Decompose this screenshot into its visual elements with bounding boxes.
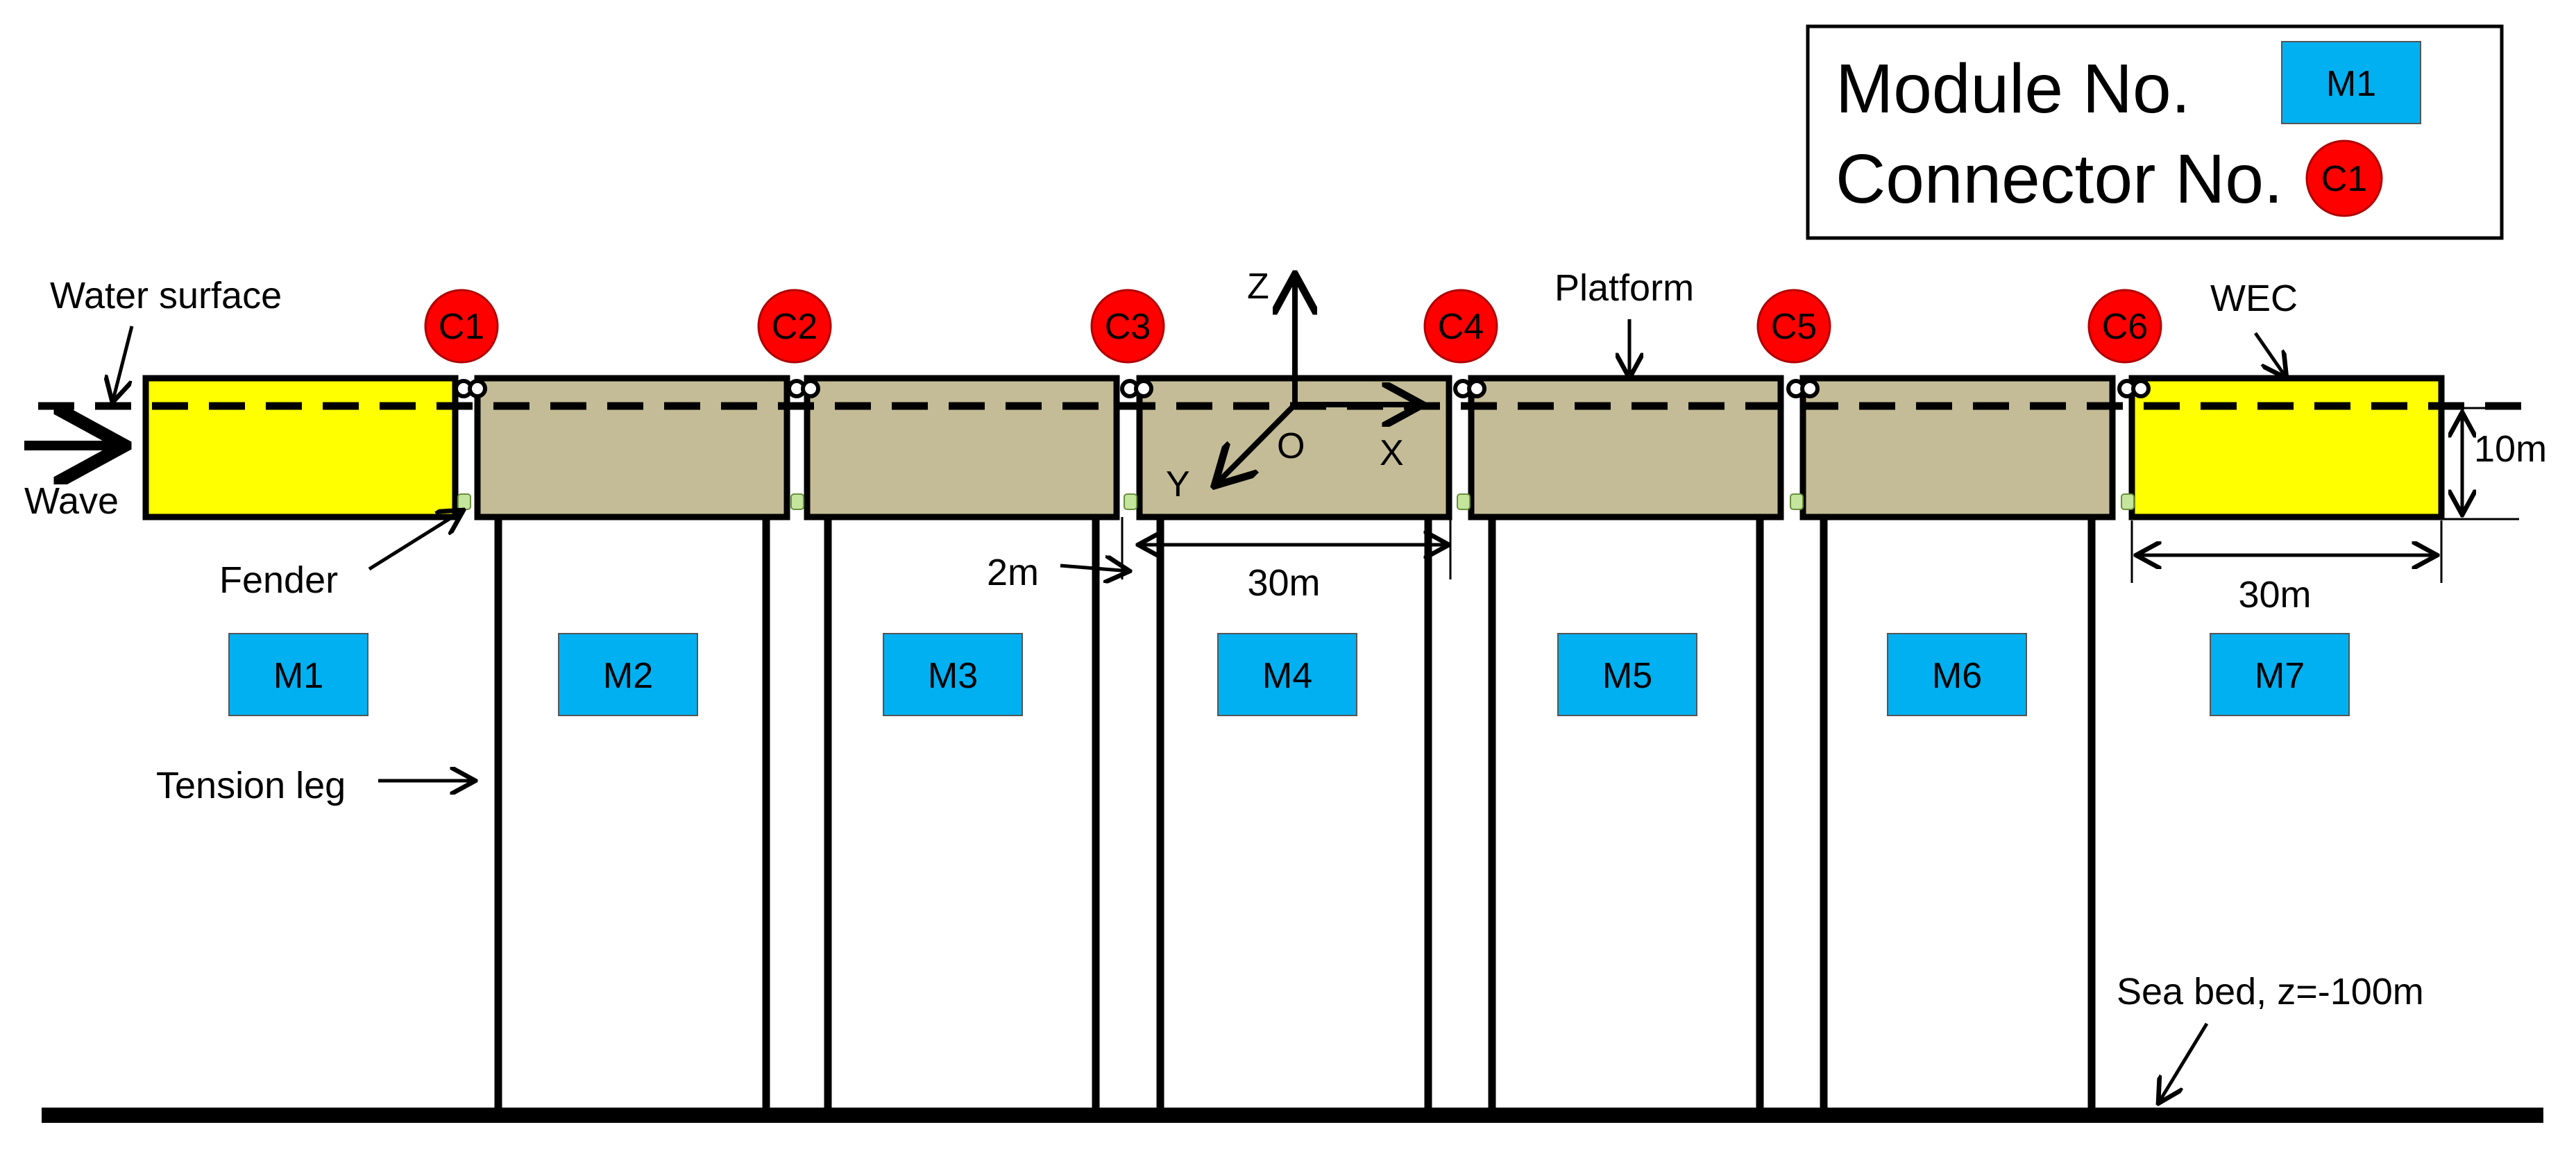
- fender-c1: [457, 493, 471, 510]
- hinge-c4-b: [1467, 379, 1486, 398]
- module-body-m2: [474, 375, 790, 520]
- tension-legs: [494, 517, 2096, 1110]
- module-badge-m4: [1217, 633, 1357, 716]
- module-label-m1: M1: [273, 656, 323, 696]
- z-axis-label: Z: [1247, 266, 1269, 307]
- module-label-m6: M6: [1932, 656, 1982, 696]
- connector-label-c5: C5: [1771, 307, 1817, 347]
- connector-badges: C1 C2 C3 C4 C5 C6: [424, 289, 2162, 364]
- connector-label-c6: C6: [2102, 307, 2148, 347]
- module-badges: M1 M2 M3 M4 M5 M6 M7: [228, 633, 2350, 716]
- wec-pointer: [2253, 332, 2287, 378]
- module-body-m3: [804, 375, 1120, 520]
- tension-leg-label: Tension leg: [156, 765, 346, 806]
- connector-label-c2: C2: [772, 307, 817, 347]
- gap-label: 2m: [987, 552, 1039, 593]
- connector-label-c1: C1: [439, 307, 484, 347]
- connector-label-c3: C3: [1105, 307, 1151, 347]
- legend-module-label: Module No.: [1836, 50, 2190, 128]
- legend-module-sample: M1: [2326, 64, 2376, 104]
- dimension-height: 10m: [2441, 407, 2547, 520]
- module-badge-m1: [228, 633, 368, 716]
- legend-connector-sample: C1: [2321, 159, 2367, 199]
- fenders: [457, 493, 2135, 510]
- legend-connector-badge: [2305, 139, 2383, 217]
- module-badge-m7: [2210, 633, 2350, 716]
- fender-label: Fender: [219, 559, 338, 601]
- module-badge-m6: [1887, 633, 2027, 716]
- connector-badge-c6: [2087, 289, 2162, 364]
- y-axis: [1214, 403, 1297, 486]
- connector-badge-c3: [1090, 289, 1165, 364]
- hinge-c6-b: [2131, 379, 2151, 398]
- module-label-m2: M2: [603, 656, 653, 696]
- water-surface-label: Water surface: [50, 275, 282, 316]
- connector-badge-c2: [757, 289, 832, 364]
- connector-badge-c1: [424, 289, 499, 364]
- hinge-c5-b: [1800, 379, 1820, 398]
- fender-pointer: [368, 510, 464, 571]
- module-body-m1: [142, 375, 459, 520]
- module-badge-m5: [1557, 633, 1697, 716]
- fender-c4: [1457, 493, 1471, 510]
- dimension-m4-width: 30m: [1138, 517, 1452, 604]
- module-body-m5: [1468, 375, 1784, 520]
- module-label-m4: M4: [1262, 656, 1312, 696]
- wec-label: WEC: [2210, 278, 2298, 319]
- water-surface-pointer: [112, 325, 134, 403]
- m4-width-label: 30m: [1247, 562, 1320, 604]
- sea-bed-label: Sea bed, z=-100m: [2117, 971, 2424, 1013]
- hinges: [454, 379, 2151, 398]
- connector-badge-c4: [1423, 289, 1498, 364]
- dimension-m7-width: 30m: [2130, 520, 2443, 616]
- m7-width-label: 30m: [2238, 574, 2311, 616]
- fender-c5: [1790, 493, 1804, 510]
- module-body-m6: [1799, 375, 2116, 520]
- fender-c3: [1124, 493, 1137, 510]
- connector-label-c4: C4: [1438, 307, 1484, 347]
- module-body-m7: [2128, 375, 2445, 520]
- coordinate-axes: Z X Y O: [1166, 266, 1423, 505]
- module-badge-m2: [558, 633, 698, 716]
- hinge-c1-b: [468, 379, 487, 398]
- legend-module-badge: [2281, 41, 2421, 124]
- connector-badge-c5: [1756, 289, 1831, 364]
- wave-label: Wave: [24, 480, 119, 522]
- fender-c2: [790, 493, 804, 510]
- x-axis-label: X: [1380, 433, 1404, 473]
- module-label-m7: M7: [2255, 656, 2305, 696]
- legend-connector-label: Connector No.: [1836, 140, 2283, 218]
- origin-label: O: [1277, 426, 1305, 466]
- sea-bed-pointer: [2158, 1022, 2209, 1103]
- module-label-m3: M3: [928, 656, 978, 696]
- hinge-c2-b: [801, 379, 820, 398]
- module-badge-m3: [883, 633, 1023, 716]
- dimension-gap: 2m: [987, 517, 1130, 593]
- legend: Module No. Connector No. M1 C1: [1806, 24, 2504, 240]
- height-label: 10m: [2474, 428, 2547, 470]
- platform-label: Platform: [1554, 267, 1694, 309]
- hinge-c3-b: [1134, 379, 1153, 398]
- fender-c6: [2121, 493, 2135, 510]
- module-label-m5: M5: [1602, 656, 1652, 696]
- y-axis-label: Y: [1166, 464, 1190, 505]
